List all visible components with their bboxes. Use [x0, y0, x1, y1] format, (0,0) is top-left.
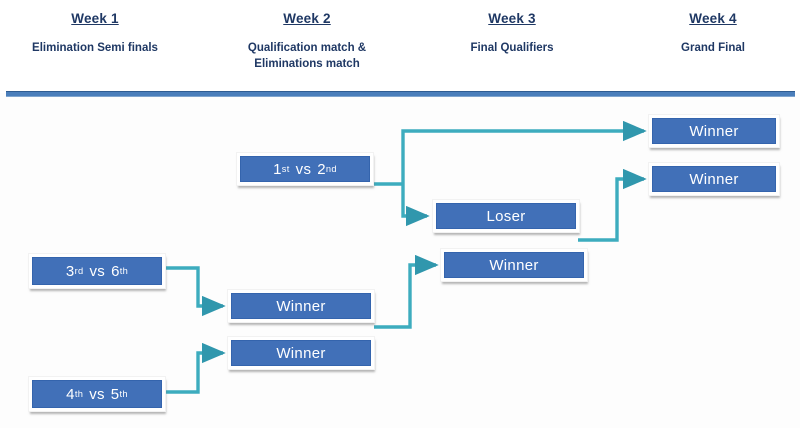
result-box-week3-loser[interactable]: Loser: [432, 199, 580, 233]
result-box-week2-winner-top[interactable]: Winner: [227, 289, 375, 323]
header-column-week-3: Week 3 Final Qualifiers: [412, 10, 612, 56]
ordinal-number: 6: [111, 262, 120, 280]
ordinal-number: 4: [66, 385, 75, 403]
result-box-week2-winner-bottom-label: Winner: [231, 340, 371, 366]
result-box-week3-loser-label: Loser: [436, 203, 576, 229]
wire-1v2-to-w4winner-top: [401, 120, 647, 184]
result-box-week2-winner-bottom[interactable]: Winner: [227, 336, 375, 370]
ordinal-number: 1: [273, 160, 282, 178]
result-box-week4-winner-bottom-label: Winner: [652, 166, 776, 192]
wire-4v5-to-w2winner-bottom: [166, 342, 226, 394]
vs-separator: vs: [89, 262, 106, 280]
result-box-week4-winner-bottom[interactable]: Winner: [648, 162, 780, 196]
result-box-week2-winner-top-label: Winner: [231, 293, 371, 319]
week-3-subtitle: Final Qualifiers: [470, 42, 554, 54]
header-column-week-4: Week 4 Grand Final: [613, 10, 800, 56]
week-4-title: Week 4: [689, 11, 737, 26]
header-divider-rule: [6, 91, 795, 97]
header-column-week-2: Week 2 Qualification match & Elimination…: [207, 10, 407, 72]
week-2-subtitle: Qualification match & Eliminations match: [247, 42, 367, 70]
wire-1v2-to-w3loser: [401, 184, 430, 227]
result-box-week3-winner-label: Winner: [444, 252, 584, 278]
week-4-subtitle: Grand Final: [681, 42, 745, 54]
vs-separator: vs: [89, 385, 105, 403]
header-band: Week 1 Elimination Semi finals Week 2 Qu…: [0, 0, 800, 93]
wire-w2winner-bottom-to-w3winner: [374, 254, 439, 329]
result-box-week4-winner-top-label: Winner: [652, 118, 776, 144]
result-box-week3-winner[interactable]: Winner: [440, 248, 588, 282]
week-1-subtitle: Elimination Semi finals: [32, 42, 158, 54]
result-box-week4-winner-top[interactable]: Winner: [648, 114, 780, 148]
week-1-title: Week 1: [71, 11, 119, 26]
wire-3v6-to-w2winner-top: [166, 266, 226, 317]
ordinal-number: 5: [110, 385, 120, 403]
header-column-week-1: Week 1 Elimination Semi finals: [0, 10, 195, 56]
ordinal-number: 2: [317, 160, 326, 178]
week-3-title: Week 3: [488, 11, 536, 26]
ordinal-number: 3: [65, 262, 75, 280]
wire-w3-to-w4winner-bottom: [578, 168, 647, 242]
vs-separator: vs: [295, 160, 312, 178]
week-2-title: Week 2: [283, 11, 331, 26]
